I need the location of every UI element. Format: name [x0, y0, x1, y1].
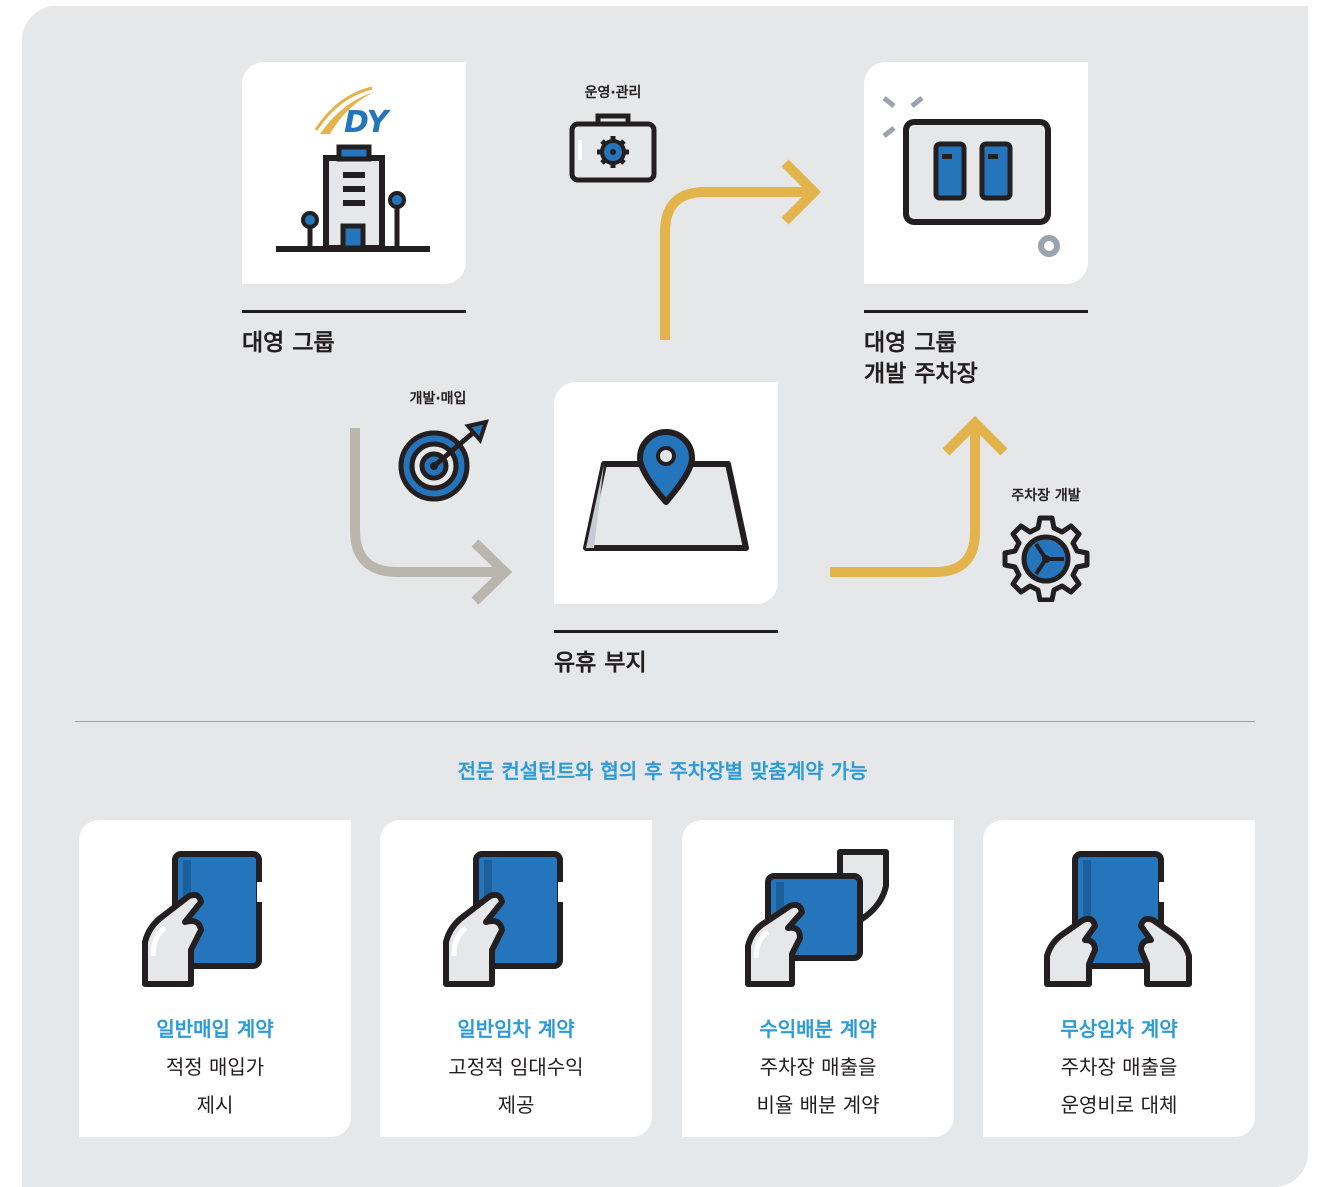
daeyoung-parking-tile [864, 62, 1088, 284]
contract-title: 일반매입 계약 [156, 1017, 274, 1041]
gear-icon [1002, 515, 1090, 602]
hand-holding-document-icon [443, 851, 566, 987]
daeyoung-parking-rule [864, 310, 1088, 313]
toolbox-gear-icon [569, 113, 657, 183]
arrow-development-purchase [350, 428, 505, 577]
flow-arrows [350, 159, 1008, 605]
hands-exchanging-document-icon [745, 849, 889, 987]
two-hands-holding-document-icon [1044, 851, 1192, 987]
arrow-head-gold-bottom [942, 415, 1008, 456]
contract-card-lease: 일반임차 계약 고정적 임대수익 제공 [380, 820, 652, 1137]
development-purchase-label: 개발·매입 [409, 391, 467, 407]
contract-desc: 적정 매입가 제시 [165, 1055, 265, 1117]
operation-label: 운영·관리 [584, 85, 642, 101]
contract-headline: 전문 컨설턴트와 협의 후 주차장별 맞춤계약 가능 [457, 759, 868, 783]
contract-card-revenue-share: 수익배분 계약 주차장 매출을 비율 배분 계약 [682, 820, 954, 1137]
contract-title: 일반임차 계약 [457, 1017, 575, 1041]
parking-development-label: 주차장 개발 [1011, 488, 1081, 504]
contract-title: 무상임차 계약 [1060, 1017, 1178, 1041]
contract-desc: 주차장 매출을 운영비로 대체 [1060, 1055, 1178, 1117]
target-arrow-icon [398, 419, 490, 502]
daeyoung-group-title: 대영 그룹 [242, 330, 335, 356]
dy-logo: DY [344, 105, 392, 140]
arrow-head-gray [471, 539, 513, 605]
arrow-head-gold-top [781, 159, 822, 225]
idle-land-title: 유휴 부지 [554, 650, 647, 676]
contract-desc: 주차장 매출을 비율 배분 계약 [756, 1055, 880, 1117]
contract-card-purchase: 일반매입 계약 적정 매입가 제시 [79, 820, 351, 1137]
idle-land-tile [554, 382, 778, 604]
contract-desc: 고정적 임대수익 제공 [448, 1055, 584, 1117]
parking-lot-icon [882, 96, 1060, 257]
idle-land-rule [554, 630, 778, 633]
arrow-operation [660, 187, 812, 340]
map-pin-icon [583, 429, 749, 551]
building-icon: DY [276, 86, 430, 252]
arrow-parking-development [830, 424, 980, 577]
daeyoung-parking-title: 대영 그룹 개발 주차장 [864, 330, 978, 387]
daeyoung-group-rule [242, 310, 466, 313]
section-divider [75, 721, 1255, 722]
contract-title: 수익배분 계약 [759, 1017, 877, 1041]
daeyoung-group-tile: DY [242, 62, 466, 284]
contract-card-free-lease: 무상임차 계약 주차장 매출을 운영비로 대체 [983, 820, 1255, 1137]
hand-holding-document-icon [142, 851, 265, 987]
